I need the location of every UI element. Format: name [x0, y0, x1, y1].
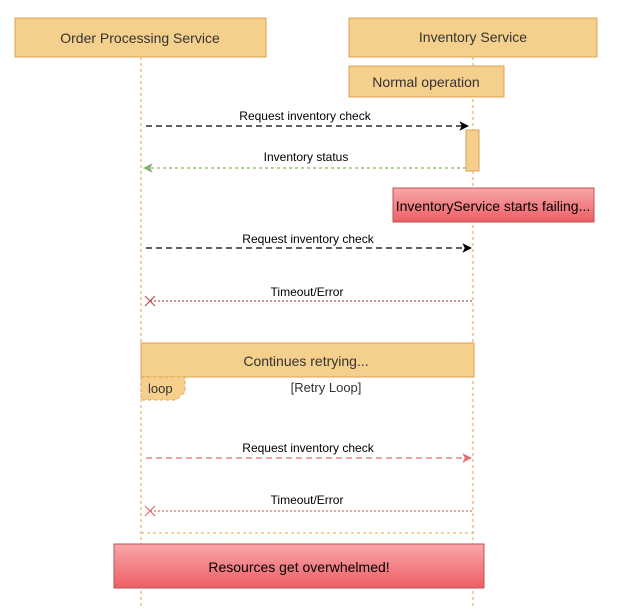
message-request-inventory-3: Request inventory check [146, 441, 472, 463]
participant-inventory-label: Inventory Service [419, 29, 527, 45]
message-5-label: Request inventory check [242, 441, 374, 455]
message-3-label: Request inventory check [242, 232, 374, 246]
note-continues-retrying: Continues retrying... [140, 342, 475, 378]
message-request-inventory-2: Request inventory check [146, 232, 472, 253]
message-1-label: Request inventory check [239, 109, 371, 123]
note-overwhelmed-label: Resources get overwhelmed! [208, 559, 389, 575]
note-retrying-label: Continues retrying... [243, 353, 368, 369]
message-4-label: Timeout/Error [271, 285, 344, 299]
loop-fragment: loop [Retry Loop] [140, 376, 474, 534]
note-starts-failing: InventoryService starts failing... [392, 187, 595, 223]
message-6-label: Timeout/Error [271, 493, 344, 507]
message-inventory-status: Inventory status [143, 150, 466, 173]
lost-message-cross-icon [144, 295, 156, 307]
message-2-label: Inventory status [264, 150, 349, 164]
note-resources-overwhelmed: Resources get overwhelmed! [113, 543, 485, 589]
message-timeout-error-2: Timeout/Error [144, 493, 472, 517]
message-timeout-error-1: Timeout/Error [144, 285, 472, 307]
activation-bar [465, 129, 480, 172]
message-request-inventory-1: Request inventory check [146, 109, 469, 131]
participant-order-label: Order Processing Service [60, 30, 220, 46]
note-normal-label: Normal operation [372, 74, 479, 90]
loop-tag: loop [148, 381, 173, 396]
loop-guard: [Retry Loop] [291, 380, 362, 395]
lost-message-cross-icon [144, 505, 156, 517]
note-failing-label: InventoryService starts failing... [396, 198, 591, 214]
note-normal-operation: Normal operation [348, 65, 505, 98]
participant-inventory[interactable]: Inventory Service [348, 17, 598, 58]
participant-order[interactable]: Order Processing Service [14, 17, 267, 58]
